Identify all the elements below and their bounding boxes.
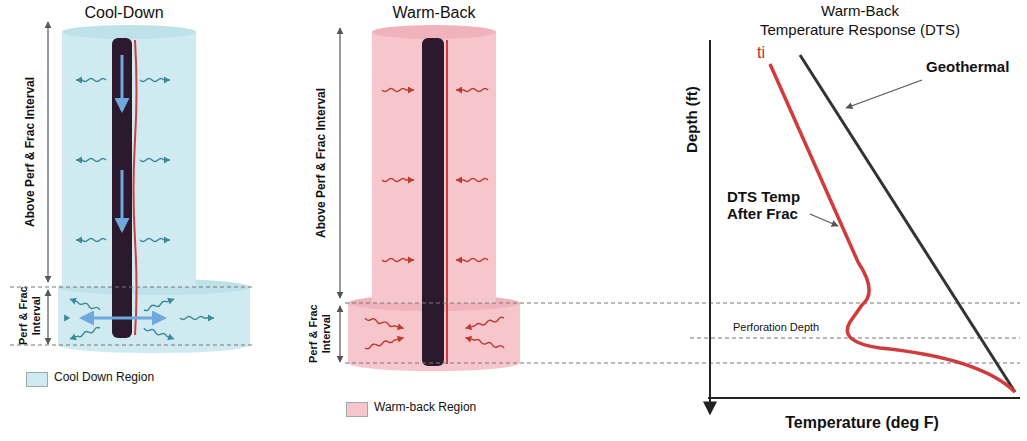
heat-arrow <box>464 315 504 332</box>
heat-arrow <box>364 334 404 351</box>
legend-swatch <box>346 402 368 417</box>
text-label: Geothermal <box>926 58 1026 75</box>
vertical-label: Above Perf & Frac Interval <box>24 32 38 272</box>
heat-arrow <box>382 87 414 94</box>
text-label: Temperature (deg F) <box>742 414 982 432</box>
heat-arrows <box>64 77 505 352</box>
vertical-label: Above Perf & Frac Interval <box>315 38 329 288</box>
legend-text: Warm-back Region <box>374 401 476 415</box>
fiber-line <box>134 40 137 335</box>
heat-arrow <box>140 237 170 244</box>
text-label: ti <box>757 44 781 62</box>
warm-back-region <box>348 25 520 371</box>
heat-arrow <box>69 296 101 314</box>
text-label: DTS Temp After Frac <box>727 188 811 223</box>
heat-arrow <box>456 257 488 264</box>
heat-arrow <box>76 237 106 244</box>
vertical-label: Depth (ft) <box>683 60 700 180</box>
heat-arrow <box>382 177 414 184</box>
vertical-label: Perf & Frac Interval <box>307 304 332 364</box>
chart-axes <box>708 40 1020 414</box>
heat-arrow <box>143 325 175 343</box>
wellbore <box>112 38 132 338</box>
flow-arrow <box>82 55 164 318</box>
heat-arrow <box>456 177 488 184</box>
heat-arrow <box>140 77 170 84</box>
text-label: Cool-Down <box>44 4 204 22</box>
heat-arrow <box>69 325 101 343</box>
heat-arrow <box>140 157 170 164</box>
text-label: Warm-Back <box>740 2 980 19</box>
heat-arrow <box>76 77 106 84</box>
heat-arrow <box>143 296 175 314</box>
fiber-line <box>446 40 448 364</box>
legend-swatch <box>26 372 48 387</box>
heat-arrow <box>76 157 106 164</box>
text-label: Warm-Back <box>354 4 514 22</box>
heat-arrow <box>180 315 214 322</box>
wellbore <box>422 38 444 366</box>
cool-down-region <box>58 25 250 353</box>
heat-arrow <box>456 87 488 94</box>
interval-arrow <box>48 22 340 362</box>
leader-line <box>810 80 922 226</box>
dts-curve <box>770 64 1015 392</box>
heat-arrow <box>364 315 404 332</box>
heat-arrow <box>382 257 414 264</box>
heat-arrow <box>464 334 504 351</box>
heat-arrow <box>64 315 70 322</box>
geothermal-line <box>800 55 1015 392</box>
vertical-label: Perf & Frac Interval <box>17 286 42 346</box>
text-label: Perforation Depth <box>733 321 843 334</box>
text-label: Temperature Response (DTS) <box>740 21 980 38</box>
legend-text: Cool Down Region <box>54 371 154 385</box>
